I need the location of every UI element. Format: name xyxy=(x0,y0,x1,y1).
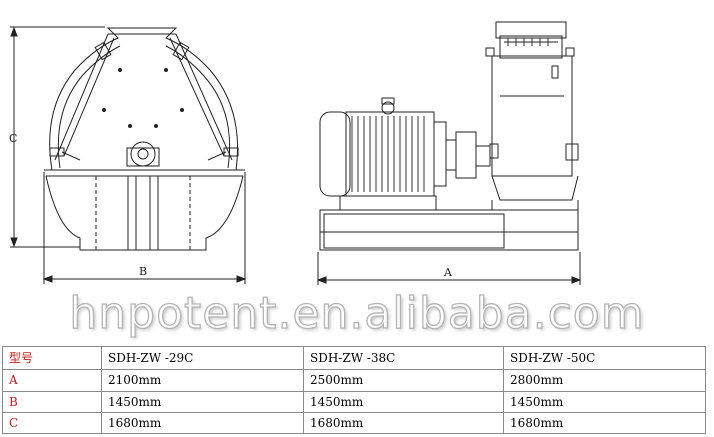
header-model-50c: SDH-ZW -50C xyxy=(503,345,706,371)
table-row: A 2100mm 2500mm 2800mm xyxy=(2,369,706,392)
row-label: C xyxy=(2,411,102,435)
dimension-c-label: C xyxy=(9,132,17,145)
front-view-drawing xyxy=(10,26,247,284)
row-label: B xyxy=(2,390,102,413)
header-model-label: 型号 xyxy=(2,345,102,371)
dimension-b-label: B xyxy=(139,265,147,278)
table-cell: 1450mm xyxy=(101,390,304,413)
table-cell: 1450mm xyxy=(503,390,706,413)
row-label: A xyxy=(2,369,102,392)
table-cell: 1450mm xyxy=(303,390,504,413)
table-cell: 1680mm xyxy=(303,411,504,435)
table-cell: 2800mm xyxy=(503,369,706,392)
technical-drawing: C B A xyxy=(9,21,582,285)
table-cell: 2100mm xyxy=(101,369,304,392)
header-model-38c: SDH-ZW -38C xyxy=(303,345,504,371)
dimension-a-label: A xyxy=(443,266,453,279)
watermark-text: hnpotent.en.alibaba.com xyxy=(69,287,645,339)
table-row: C 1680mm 1680mm 1680mm xyxy=(2,411,706,435)
table-row: B 1450mm 1450mm 1450mm xyxy=(2,390,706,413)
spec-table: 型号 SDH-ZW -29C SDH-ZW -38C SDH-ZW -50C A… xyxy=(2,345,706,435)
header-model-29c: SDH-ZW -29C xyxy=(101,345,304,371)
table-cell: 2500mm xyxy=(303,369,504,392)
table-header-row: 型号 SDH-ZW -29C SDH-ZW -38C SDH-ZW -50C xyxy=(2,345,706,371)
table-cell: 1680mm xyxy=(503,411,706,435)
table-cell: 1680mm xyxy=(101,411,304,435)
side-view-drawing xyxy=(316,21,582,285)
